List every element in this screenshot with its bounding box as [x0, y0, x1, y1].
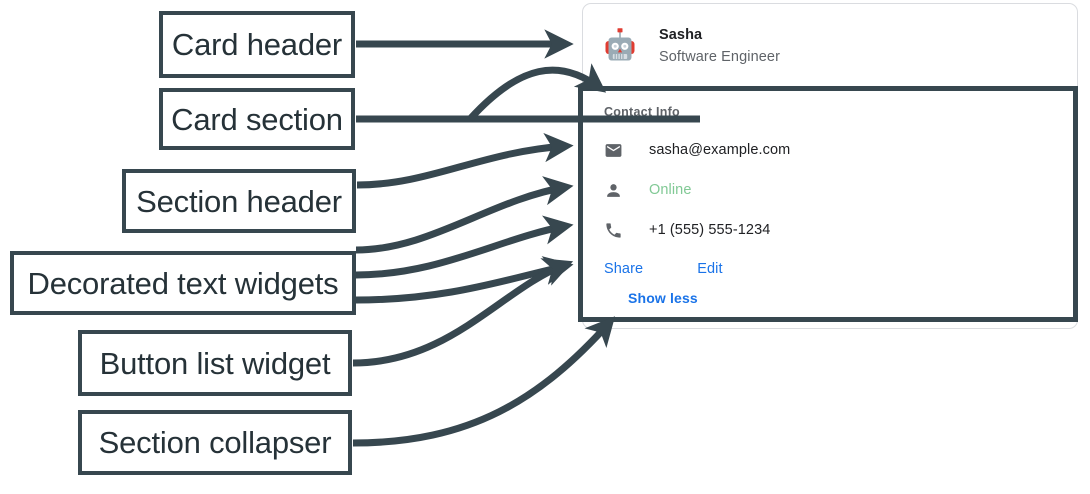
arrow-section-collapser	[352, 316, 616, 447]
edit-button[interactable]: Edit	[697, 261, 723, 277]
decorated-text-widget-phone-label: +1 (555) 555-1234	[649, 222, 771, 238]
annotation-card-header-label: Card header	[171, 27, 343, 62]
section-collapser[interactable]: Show less	[583, 284, 1077, 312]
share-button[interactable]: Share	[604, 261, 644, 277]
section-collapser-label[interactable]: Show less	[628, 290, 698, 306]
annotation-card-section-label: Card section	[171, 101, 343, 137]
card-surface: Sasha Software Engineer Contact Info sas…	[582, 3, 1078, 329]
card-header-title: Sasha	[659, 26, 703, 43]
decorated-text-widget-email[interactable]: sasha@example.com	[583, 130, 1077, 170]
decorated-text-widget-status[interactable]: Online	[583, 170, 1077, 210]
button-list-widget: Share Edit	[583, 254, 1077, 284]
card-header-texts: Sasha Software Engineer	[659, 27, 780, 65]
decorated-text-widget-email-label: sasha@example.com	[649, 142, 791, 158]
arrow-decorated-text-2	[355, 215, 574, 279]
annotation-decorated-text-widgets-label: Decorated text widgets	[27, 265, 339, 301]
email-icon	[604, 139, 626, 161]
section-header: Contact Info	[604, 105, 680, 119]
annotation-section-header: Section header	[122, 169, 356, 233]
decorated-text-widget-phone[interactable]: +1 (555) 555-1234	[583, 210, 1077, 250]
card-header[interactable]: Sasha Software Engineer	[583, 4, 1077, 87]
annotation-section-collapser-label: Section collapser	[98, 425, 332, 460]
person-icon	[604, 179, 626, 201]
annotation-card-header: Card header	[159, 11, 355, 78]
arrow-button-list	[352, 258, 574, 367]
annotation-section-collapser: Section collapser	[78, 410, 352, 475]
arrow-decorated-text-1	[355, 176, 574, 254]
arrow-section-header	[356, 132, 574, 189]
annotation-section-header-label: Section header	[136, 183, 342, 219]
annotation-button-list-widget-label: Button list widget	[99, 345, 331, 381]
card-header-subtitle: Software Engineer	[659, 48, 780, 65]
card-section: Contact Info sasha@example.com	[583, 87, 1077, 328]
arrow-card-section	[467, 63, 607, 122]
card-root: Sasha Software Engineer Contact Info sas…	[582, 3, 1078, 329]
annotation-button-list-widget: Button list widget	[78, 330, 352, 396]
annotation-card-section: Card section	[159, 88, 355, 150]
robot-avatar-icon	[600, 26, 640, 66]
arrow-decorated-text-3	[355, 256, 574, 304]
annotation-decorated-text-widgets: Decorated text widgets	[10, 251, 356, 315]
phone-icon	[604, 219, 626, 241]
decorated-text-widget-status-label: Online	[649, 182, 692, 198]
